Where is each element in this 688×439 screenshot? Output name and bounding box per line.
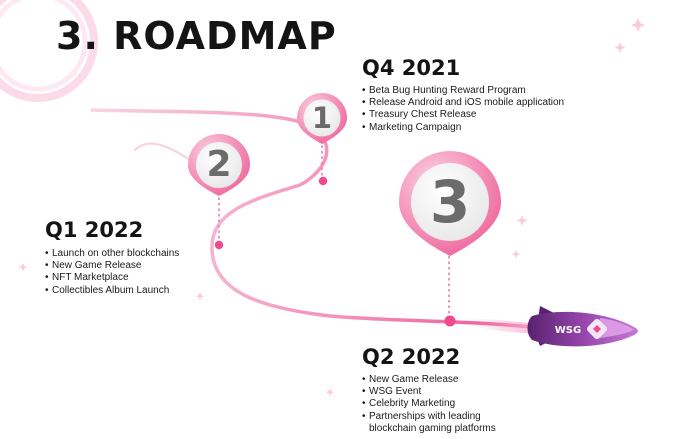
milestone-number-1: 1: [311, 101, 333, 135]
list-item: WSG Event: [362, 386, 496, 398]
list-item: NFT Marketplace: [45, 272, 179, 284]
list-item: Collectibles Album Launch: [45, 285, 179, 297]
decorative-ring: [0, 0, 98, 102]
list-item: New Game Release: [362, 374, 496, 386]
list-item: Beta Bug Hunting Reward Program: [362, 85, 564, 97]
roadmap-path-ghost: [134, 142, 191, 161]
rocket-illustration: WSG: [470, 306, 638, 347]
rocket-label: WSG: [555, 325, 581, 336]
milestone-number-2: 2: [206, 144, 232, 185]
list-item: Treasury Chest Release: [362, 109, 564, 121]
list-item: Marketing Campaign: [362, 122, 564, 134]
milestone-pin-3: [399, 151, 501, 256]
milestone-items-q2-2022: New Game Release WSG Event Celebrity Mar…: [362, 374, 496, 435]
milestone-items-q1-2022: Launch on other blockchains New Game Rel…: [45, 248, 179, 297]
roadmap-path: [90, 108, 542, 330]
milestone-dots: [214, 176, 456, 327]
milestone-period-q2-2022: Q2 2022: [362, 345, 461, 369]
milestone-connectors: [218, 140, 450, 320]
milestone-pin-1: [297, 93, 347, 144]
milestone-items-q4-2021: Beta Bug Hunting Reward Program Release …: [362, 85, 564, 134]
list-item: Launch on other blockchains: [45, 248, 179, 260]
milestone-pin-2: [188, 134, 250, 196]
list-item: Release Android and iOS mobile applicati…: [362, 97, 564, 109]
list-item: Partnerships with leading: [362, 411, 496, 423]
milestone-period-q4-2021: Q4 2021: [362, 56, 461, 80]
milestone-period-q1-2022: Q1 2022: [45, 218, 144, 242]
page-title: 3. ROADMAP: [56, 14, 337, 58]
list-item-continuation: blockchain gaming platforms: [369, 422, 496, 434]
list-item: New Game Release: [45, 260, 179, 272]
list-item: Celebrity Marketing: [362, 398, 496, 410]
milestone-number-3: 3: [429, 168, 471, 236]
